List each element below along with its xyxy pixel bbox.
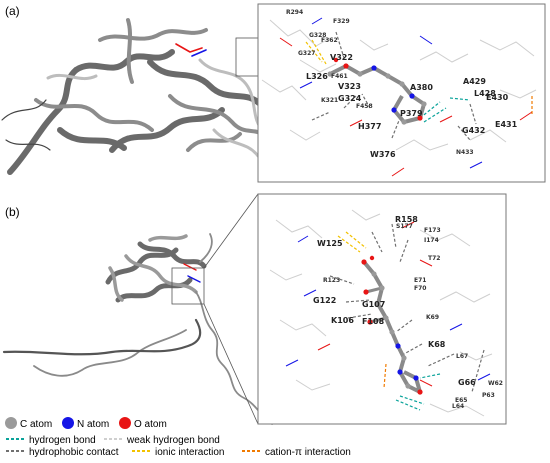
c-atom-swatch — [5, 417, 17, 429]
legend-interaction-label: hydrophobic contact — [29, 447, 119, 458]
residue-label: F329 — [333, 18, 350, 25]
legend-ionic-interaction: ionic interaction — [132, 447, 224, 458]
panel-b-interaction-lines — [329, 223, 485, 411]
residue-label: G122 — [313, 296, 336, 305]
residue-label: L326 — [306, 72, 328, 81]
residue-label: G107 — [362, 300, 385, 309]
residue-label: E65 — [455, 397, 467, 404]
panel-b-protein-ribbon — [2, 233, 273, 425]
legend-weak-hydrogen-bond: weak hydrogen bond — [104, 435, 220, 446]
legend-atom-o: O atom — [119, 417, 167, 430]
panel-a-residue-labels: R294 F329 G328 F362 G327 V322 L326 F461 … — [286, 9, 518, 159]
residue-label: S177 — [396, 223, 413, 230]
residue-label: K68 — [428, 340, 446, 349]
panel-a-inset: R294 F329 G328 F362 G327 V322 L326 F461 … — [257, 3, 546, 183]
residue-label: A380 — [410, 83, 433, 92]
legend-atom-label: C atom — [20, 419, 52, 430]
panel-b-label: (b) — [5, 205, 20, 219]
residue-label: T72 — [428, 255, 440, 262]
legend-interaction-label: cation-π interaction — [265, 447, 351, 458]
residue-label: G432 — [462, 126, 485, 135]
residue-label: G324 — [338, 94, 362, 103]
residue-label: F108 — [362, 317, 385, 326]
legend-atom-n: N atom — [62, 417, 109, 430]
residue-label: K69 — [426, 314, 439, 321]
residue-label: L67 — [456, 353, 468, 360]
residue-label: W125 — [317, 239, 343, 248]
residue-label: W62 — [488, 380, 503, 387]
residue-label: F362 — [321, 37, 338, 44]
panel-a-interaction-lines — [305, 31, 533, 141]
residue-label: K106 — [331, 316, 354, 325]
residue-label: P63 — [482, 392, 495, 399]
residue-label: R158 — [395, 215, 418, 224]
residue-label: F458 — [356, 103, 373, 110]
residue-label: I174 — [424, 237, 439, 244]
panel-b-background-sticks — [269, 209, 493, 417]
residue-label: H377 — [358, 122, 381, 131]
panel-a-protein-ribbon — [1, 18, 268, 175]
panel-a-label: (a) — [5, 4, 20, 18]
panel-b-residue-labels: R158 S177 F173 W125 I174 T72 R123 E71 F7… — [313, 215, 503, 410]
residue-label: F70 — [414, 285, 426, 292]
residue-label: A429 — [463, 77, 486, 86]
residue-label: N433 — [456, 149, 474, 156]
residue-label: F173 — [424, 227, 441, 234]
residue-label: L428 — [474, 89, 496, 98]
residue-label: V323 — [338, 82, 361, 91]
n-atom-swatch — [62, 417, 74, 429]
panel-b-ligand — [361, 255, 423, 395]
residue-label: E430 — [486, 93, 509, 102]
legend-atom-label: O atom — [134, 419, 167, 430]
legend-hydrophobic-contact: hydrophobic contact — [6, 447, 119, 458]
residue-label: K321 — [321, 97, 338, 104]
panel-a-ligand — [327, 57, 427, 125]
residue-label: P379 — [400, 109, 423, 118]
panel-b-inset: R158 S177 F173 W125 I174 T72 R123 E71 F7… — [257, 193, 507, 425]
legend-atom-label: N atom — [77, 419, 109, 430]
legend: C atom N atom O atom hydrogen bond weak … — [5, 417, 351, 458]
panel-b-zoom-indicator — [171, 193, 259, 425]
panel-a-background-sticks — [261, 17, 537, 177]
residue-label: L64 — [452, 403, 464, 410]
legend-atom-c: C atom — [5, 417, 52, 430]
residue-label: E431 — [495, 120, 518, 129]
o-atom-swatch — [119, 417, 131, 429]
residue-label: R123 — [323, 277, 340, 284]
legend-interaction-label: hydrogen bond — [29, 435, 96, 446]
residue-label: E71 — [414, 277, 426, 284]
residue-label: G327 — [298, 50, 315, 57]
residue-label: G66 — [458, 378, 476, 387]
legend-cation-pi-interaction: cation-π interaction — [242, 447, 351, 458]
residue-label: R294 — [286, 9, 303, 16]
legend-hydrogen-bond: hydrogen bond — [6, 435, 96, 446]
residue-label: V322 — [330, 53, 353, 62]
residue-label: W376 — [370, 150, 396, 159]
residue-label: F461 — [331, 73, 348, 80]
legend-interaction-label: weak hydrogen bond — [126, 435, 220, 446]
residue-label: G328 — [309, 32, 326, 39]
legend-interaction-label: ionic interaction — [155, 447, 224, 458]
